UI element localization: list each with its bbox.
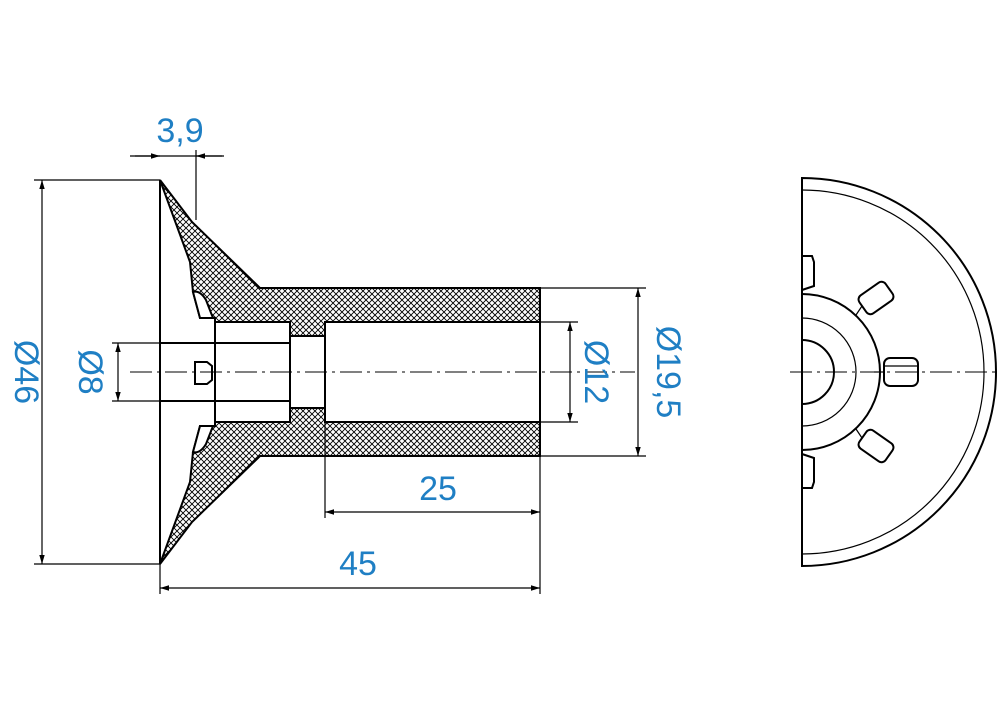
side-rib-upper (857, 280, 895, 316)
dim-sleeve-diameter: Ø19,5 (649, 326, 687, 419)
side-outer-arc (801, 176, 997, 568)
lip-notch-upper (191, 290, 215, 319)
side-view (790, 176, 1000, 568)
side-lug-upper (801, 255, 815, 291)
side-lug-lower (801, 453, 815, 489)
lip-notch-lower (191, 425, 215, 454)
side-rib-lower (857, 428, 895, 464)
dimensions: 3,9 Ø46 Ø8 Ø12 Ø19,5 25 45 (7, 112, 687, 594)
dim-outer-diameter: Ø46 (7, 340, 45, 404)
side-hub-mid (801, 317, 857, 427)
dim-bore-large: Ø12 (577, 340, 615, 404)
dim-bore-length: 25 (419, 470, 457, 508)
dim-bore-small: Ø8 (71, 349, 109, 394)
dim-total-length: 45 (339, 545, 377, 583)
section-hatch-lower (159, 407, 541, 565)
section-view (130, 179, 635, 565)
pin-notch (194, 361, 213, 385)
dim-flange-thickness: 3,9 (156, 112, 203, 150)
section-hatch-upper (159, 179, 541, 337)
